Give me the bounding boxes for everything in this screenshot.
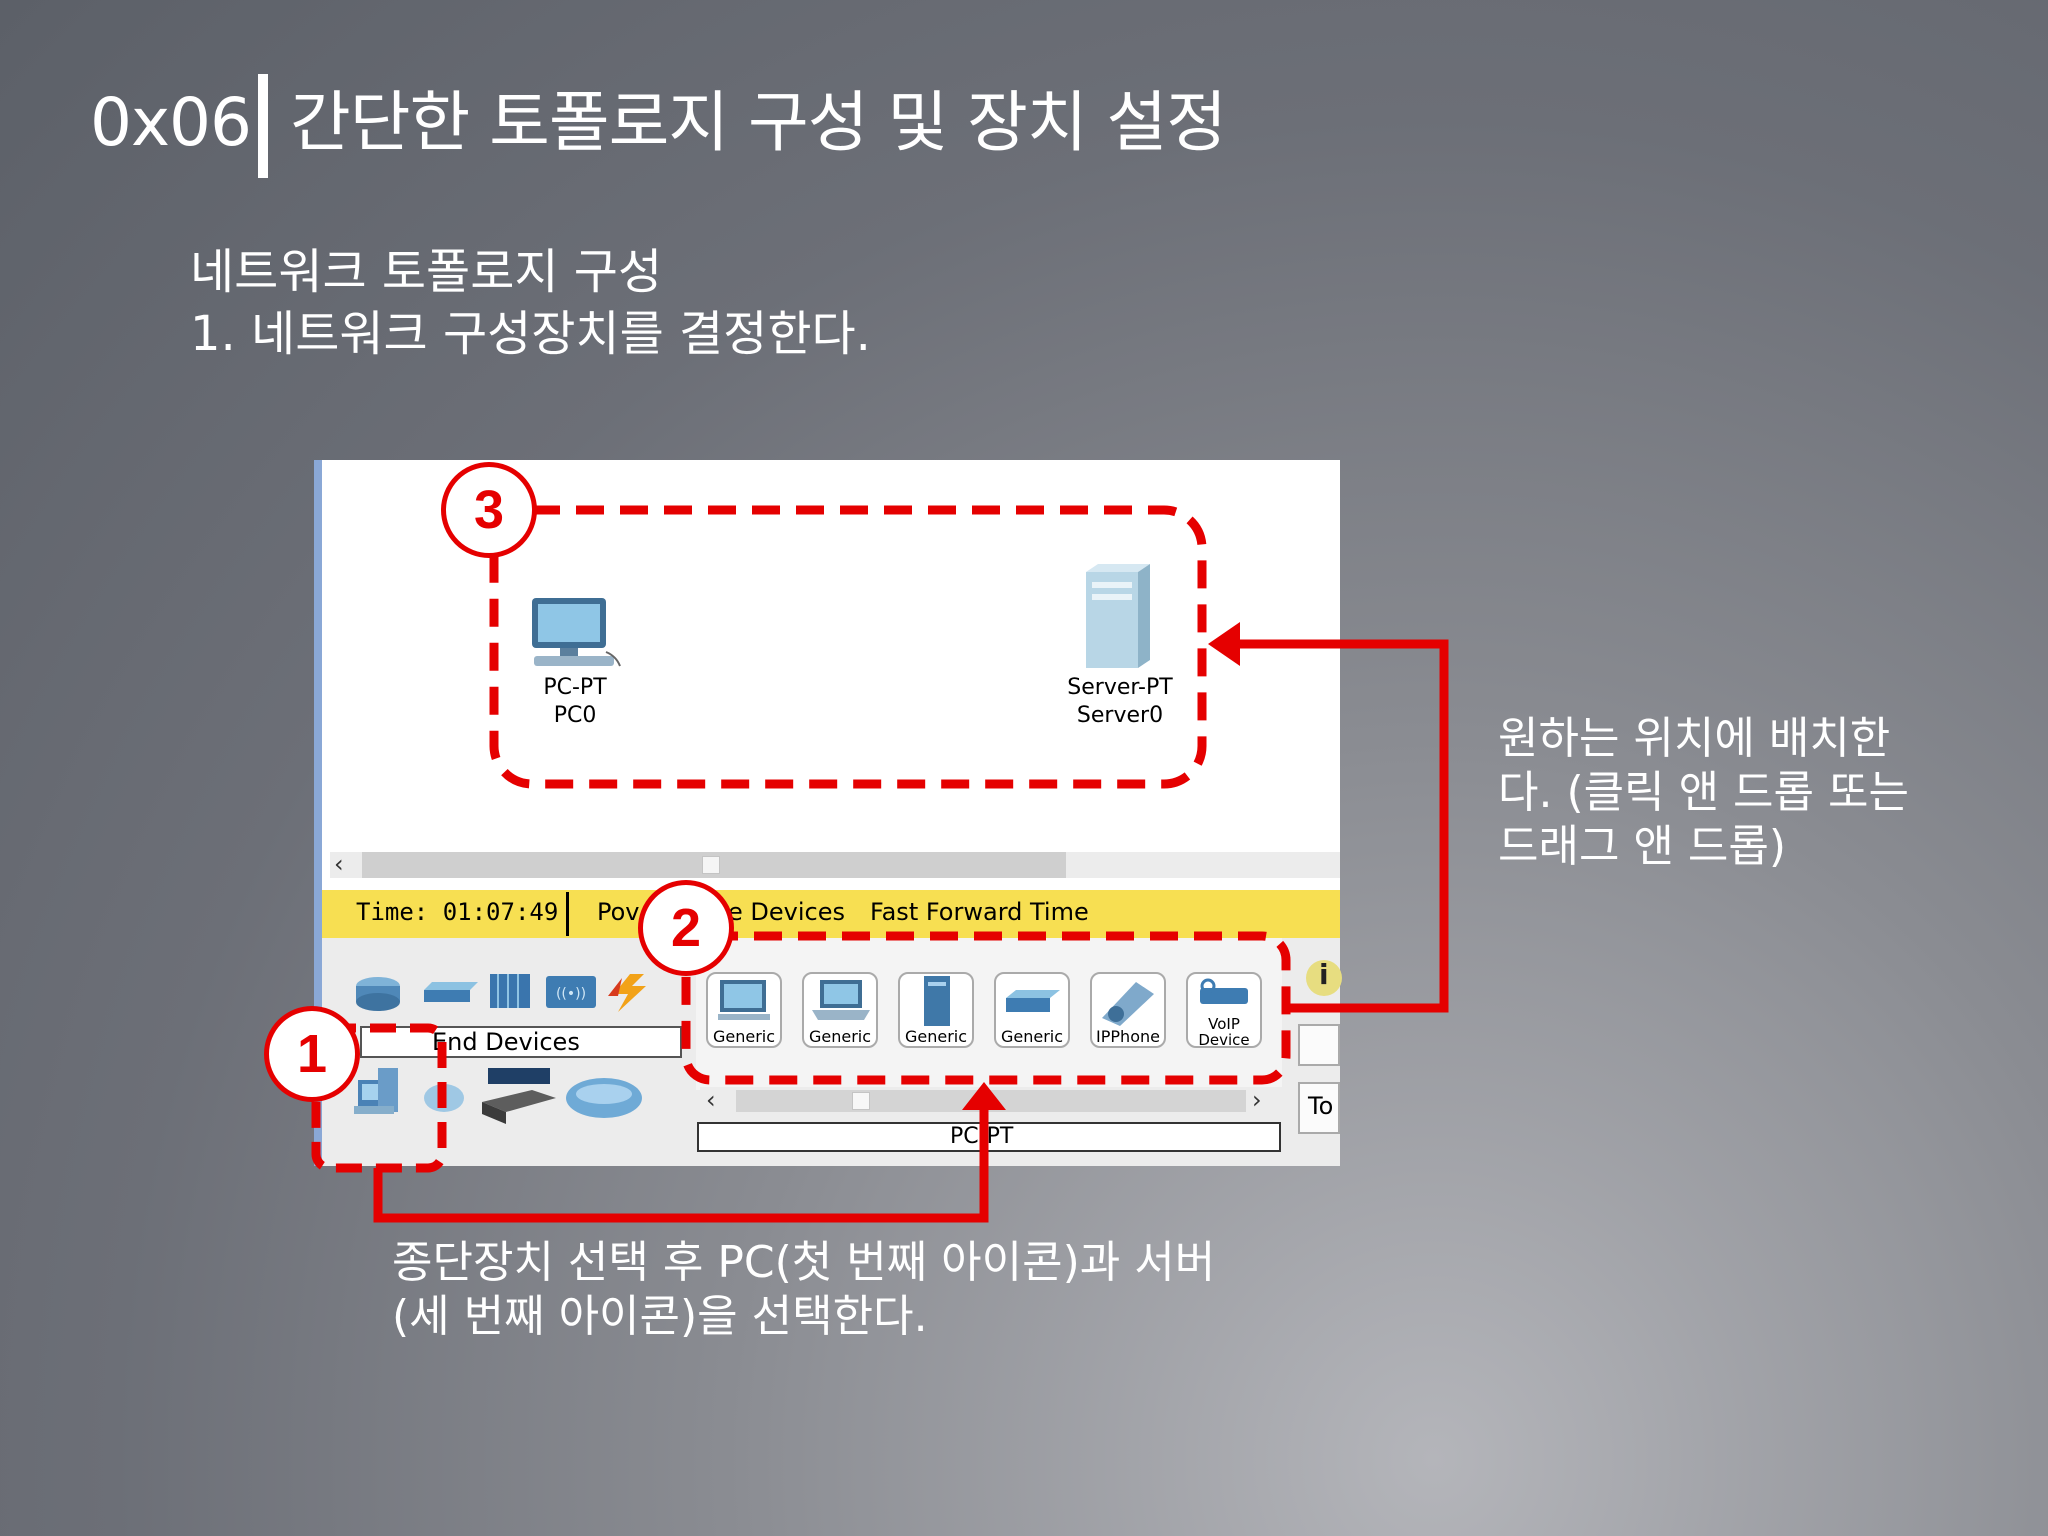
subtitle-topology: 네트워크 토폴로지 구성 <box>190 244 663 300</box>
device-label: Generic <box>808 1027 872 1046</box>
step-2-number: 2 <box>670 898 702 958</box>
server-icon <box>1086 564 1150 668</box>
placement-note-line-1: 원하는 위치에 배치한 <box>1498 713 1891 764</box>
power-cycle-button[interactable]: Pov <box>597 898 640 926</box>
ipphone-icon <box>1102 982 1154 1026</box>
pc-icon <box>532 598 621 667</box>
multiuser-category-icon[interactable] <box>482 1068 556 1124</box>
placement-note-line-3: 드래그 앤 드롭) <box>1498 821 1787 872</box>
selected-model-box <box>697 1122 1281 1152</box>
connections-category-icon[interactable] <box>608 974 646 1012</box>
end-devices-category-icon[interactable] <box>354 1068 398 1114</box>
switch-category-icon[interactable] <box>424 982 478 1002</box>
slide-code: 0x06 <box>90 84 252 161</box>
category-label: End Devices <box>432 1028 580 1056</box>
step-1-number: 1 <box>296 1024 328 1084</box>
selection-note-line-1: 종단장치 선택 후 PC(첫 번째 아이콘)과 서버 <box>392 1237 1216 1288</box>
pc-type-label: PC-PT <box>543 675 607 700</box>
device-scroll-grip[interactable] <box>852 1092 870 1110</box>
device-label: Generic <box>904 1027 968 1046</box>
category-row-2 <box>352 1062 652 1128</box>
device-label: Generic <box>1000 1027 1064 1046</box>
step-2-marker <box>638 880 734 976</box>
wan-emulation-icon[interactable] <box>566 1078 642 1118</box>
pc-icon <box>718 980 770 1020</box>
info-icon: i <box>1319 958 1329 991</box>
scroll-left-icon[interactable]: ‹ <box>706 1086 716 1114</box>
window-edge <box>314 460 322 1166</box>
device-label: VoIP Device <box>1198 1015 1250 1049</box>
pc-device[interactable] <box>520 596 626 672</box>
scroll-right-icon[interactable]: › <box>1252 1086 1262 1114</box>
device-generic-printer[interactable] <box>994 972 1070 1048</box>
highlight-workspace-devices <box>489 505 1207 789</box>
pc-name-label[interactable]: PC0 <box>553 703 597 728</box>
selection-note-line-2: (세 번째 아이콘)을 선택한다. <box>392 1291 928 1342</box>
device-label: IPPhone <box>1096 1027 1160 1046</box>
arrow-to-device-panel <box>373 1082 1006 1223</box>
svg-text:((•)): ((•)) <box>556 986 586 1002</box>
device-ipphone[interactable] <box>1090 972 1166 1048</box>
hub-category-icon[interactable] <box>490 974 530 1008</box>
subtitle-step: 1. 네트워크 구성장치를 결정한다. <box>190 306 871 362</box>
device-type-panel <box>696 938 1282 1090</box>
power-cycle-devices-label[interactable]: e Devices <box>728 898 845 926</box>
fast-forward-button[interactable]: Fast Forward Time <box>870 898 1089 926</box>
step-3-number: 3 <box>473 480 505 540</box>
slide-title: 간단한 토폴로지 구성 및 장치 설정 <box>290 84 1227 161</box>
placement-note-line-2: 다. (클릭 앤 드롭 또는 <box>1498 767 1909 818</box>
device-voip[interactable] <box>1186 972 1262 1048</box>
voip-device-icon <box>1200 978 1248 1004</box>
side-control[interactable] <box>1298 1024 1340 1066</box>
toggle-pdu-label: To <box>1308 1092 1334 1120</box>
server-icon <box>924 976 950 1026</box>
arrow-to-workspace <box>1208 622 1449 1013</box>
category-row: ((•)) <box>352 968 664 1018</box>
server-name-label[interactable]: Server0 <box>1076 703 1164 728</box>
info-button[interactable] <box>1306 960 1342 996</box>
device-generic-pc[interactable] <box>706 972 782 1048</box>
status-separator <box>566 892 569 936</box>
device-generic-server[interactable] <box>898 972 974 1048</box>
step-1-marker <box>264 1006 360 1102</box>
scroll-left-icon[interactable]: ‹ <box>334 850 344 878</box>
time-display: Time: 01:07:49 <box>356 898 559 926</box>
server-device[interactable] <box>1080 562 1152 674</box>
printer-icon <box>1006 990 1060 1012</box>
device-generic-laptop[interactable] <box>802 972 878 1048</box>
wireless-category-icon[interactable]: ((•)) <box>546 976 596 1008</box>
toggle-pdu-button[interactable] <box>1298 1082 1340 1134</box>
step-3-marker <box>441 462 537 558</box>
title-divider <box>258 74 268 178</box>
router-category-icon[interactable] <box>356 977 400 1011</box>
laptop-icon <box>812 980 870 1020</box>
server-type-label: Server-PT <box>1067 675 1173 700</box>
scrollbar-grip[interactable] <box>702 856 720 874</box>
highlight-device-panel <box>681 931 1291 1085</box>
device-label: Generic <box>712 1027 776 1046</box>
